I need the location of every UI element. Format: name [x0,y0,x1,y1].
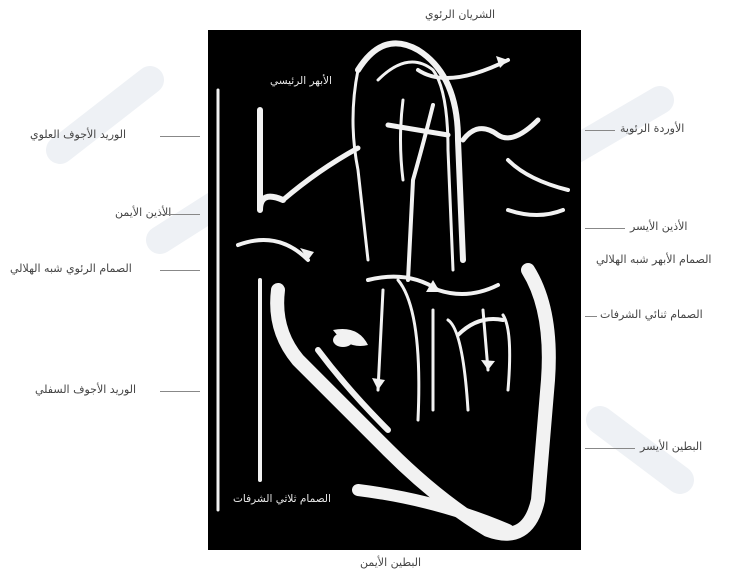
aorta-label: الأبهر الرئيسي [270,74,332,88]
pulmonary-semilunar-valve-label: الصمام الرئوي شبه الهلالي [10,262,132,276]
left-atrium-leader [585,228,625,229]
tricuspid-valve-label: الصمام ثلاثي الشرفات [233,492,331,506]
left-ventricle-leader [585,448,635,449]
pulmonary-veins-leader [585,130,615,131]
pulmonary-semilunar-valve-leader [160,270,200,271]
inferior-vena-cava-leader [160,391,200,392]
left-ventricle-label: البطين الأيسر [640,440,702,454]
right-atrium-leader [160,214,200,215]
superior-vena-cava-leader [160,136,200,137]
left-atrium-label: الأذين الأيسر [630,220,687,234]
aortic-semilunar-valve-label: الصمام الأبهر شبه الهلالي [596,253,711,267]
heart-diagram: الأبهر الرئيسي الصمام ثلاثي الشرفات [208,30,581,550]
right-atrium-label: الأذين الأيمن [115,206,171,220]
heart-illustration [208,30,581,550]
pulmonary-artery-label: الشريان الرئوي [425,8,495,22]
bicuspid-valve-label: الصمام ثنائي الشرفات [600,308,703,322]
superior-vena-cava-label: الوريد الأجوف العلوي [30,128,126,142]
bicuspid-valve-leader [585,316,597,317]
right-ventricle-label: البطين الأيمن [360,556,421,570]
pulmonary-veins-label: الأوردة الرئوية [620,122,684,136]
inferior-vena-cava-label: الوريد الأجوف السفلي [35,383,136,397]
